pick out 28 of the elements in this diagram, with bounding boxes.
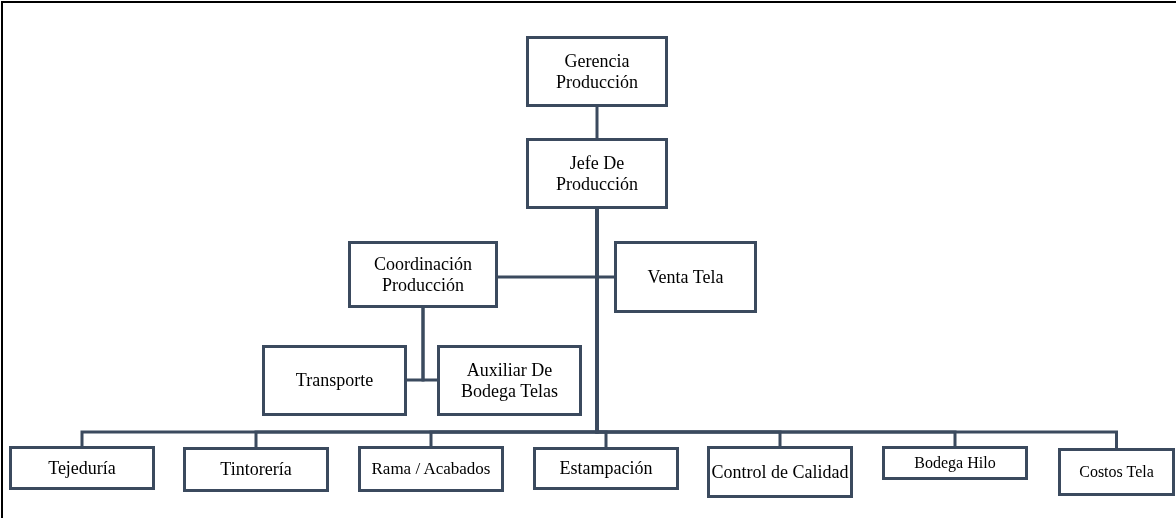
role-label: Gerencia Producción [555,50,639,93]
org-box [614,241,757,313]
role-label: Control de Calidad [711,461,849,483]
org-box [358,446,504,492]
org-box [1058,448,1175,496]
connector-line [595,107,599,138]
org-box [348,241,498,308]
role-label: Tintorería [220,459,292,480]
connector-line [421,308,437,382]
org-box [437,345,582,416]
org-box [183,447,329,492]
role-label: Costos Tela [1079,462,1154,482]
role-label: Tejeduría [48,457,116,479]
org-box [533,447,679,490]
org-box [526,36,668,107]
role-label: Venta Tela [647,266,724,288]
role-label: Jefe De Producción [555,152,639,195]
org-box [707,446,853,498]
org-box [9,446,155,490]
org-box [882,446,1028,480]
role-label: Estampación [559,458,653,479]
org-box [526,138,668,209]
role-label: Bodega Hilo [914,453,996,473]
org-box [262,345,407,416]
role-label: Transporte [295,370,374,391]
role-label: Rama / Acabados [371,459,491,479]
role-label: Auxiliar De Bodega Telas [460,359,559,402]
role-label: Coordinación Producción [373,253,473,296]
